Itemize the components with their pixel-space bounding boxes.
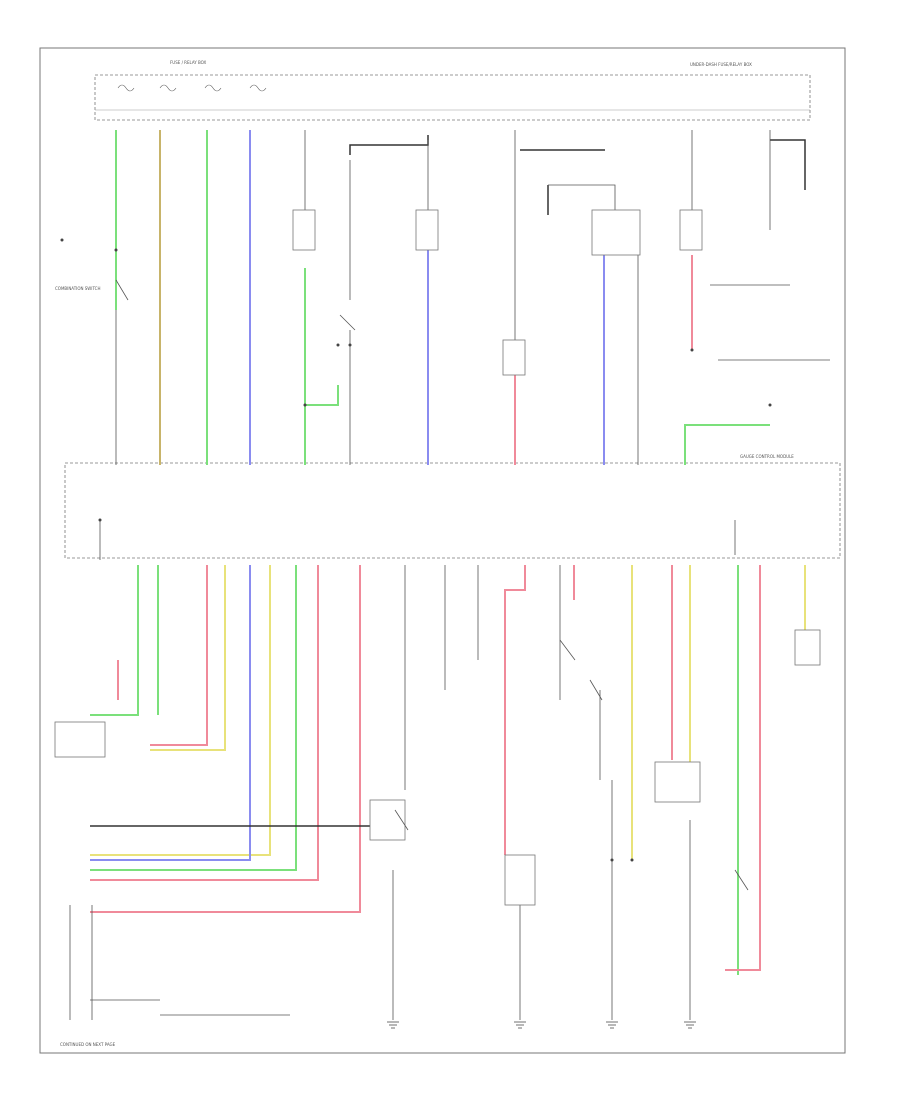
switch-6 bbox=[589, 679, 603, 701]
thin-wire-group bbox=[69, 130, 830, 1020]
switch-2 bbox=[339, 314, 356, 331]
footer-label: CONTINUED ON NEXT PAGE bbox=[60, 1042, 116, 1047]
box-mid-3 bbox=[369, 799, 406, 841]
wire-group bbox=[90, 130, 806, 975]
fuse-relay-box: FUSE / RELAY BOX UNDER-DASH FUSE/RELAY B… bbox=[94, 60, 811, 121]
wire-tan-2 bbox=[150, 565, 226, 751]
box-mid-2 bbox=[504, 854, 536, 906]
box-right-1 bbox=[794, 629, 821, 666]
relay-4 bbox=[679, 209, 703, 251]
switch-5 bbox=[559, 639, 576, 661]
ground-symbol-1 bbox=[387, 1021, 399, 1029]
wire-pink-3 bbox=[150, 565, 208, 746]
wire-pink-6 bbox=[504, 565, 526, 855]
diagram-frame bbox=[39, 47, 846, 1054]
wire-green-4 bbox=[305, 385, 339, 406]
ground-symbol-2 bbox=[514, 1021, 526, 1029]
control-module: GAUGE CONTROL MODULE bbox=[64, 454, 841, 559]
under-dash-label: UNDER-DASH FUSE/RELAY BOX bbox=[690, 62, 752, 67]
wire-pink-9 bbox=[725, 565, 761, 971]
wire-blue-4 bbox=[90, 565, 251, 861]
wire-dark-3 bbox=[770, 139, 806, 190]
switch-group bbox=[115, 279, 749, 891]
box-left-1 bbox=[54, 721, 106, 758]
switch-3 bbox=[734, 869, 749, 891]
wire-green-6 bbox=[90, 565, 297, 871]
switch-4 bbox=[394, 809, 409, 831]
fuse-box-label: FUSE / RELAY BOX bbox=[170, 60, 207, 65]
connector-dot-group bbox=[60, 238, 772, 862]
label-switch-left: COMBINATION SWITCH bbox=[55, 286, 100, 291]
relay-5 bbox=[502, 339, 526, 376]
wire-green-8 bbox=[684, 424, 770, 465]
ground-symbol-3 bbox=[606, 1021, 618, 1029]
wire-dark-1 bbox=[349, 135, 429, 155]
relay-1 bbox=[292, 209, 316, 251]
box-mid-1 bbox=[654, 761, 701, 803]
wire-tan-3 bbox=[90, 565, 271, 856]
control-module-label: GAUGE CONTROL MODULE bbox=[740, 454, 794, 459]
switch-1 bbox=[115, 279, 129, 301]
component-group bbox=[54, 209, 821, 906]
fuse-symbols bbox=[117, 84, 267, 92]
wire-pink-5 bbox=[90, 565, 361, 913]
ground-symbol-4 bbox=[684, 1021, 696, 1029]
ground-group bbox=[387, 1021, 696, 1029]
small-label-group: COMBINATION SWITCH CONTINUED ON NEXT PAG… bbox=[55, 286, 116, 1047]
wire-green-5 bbox=[90, 565, 139, 716]
relay-2 bbox=[415, 209, 439, 251]
relay-3 bbox=[591, 209, 641, 256]
wire-pink-4 bbox=[90, 565, 319, 881]
